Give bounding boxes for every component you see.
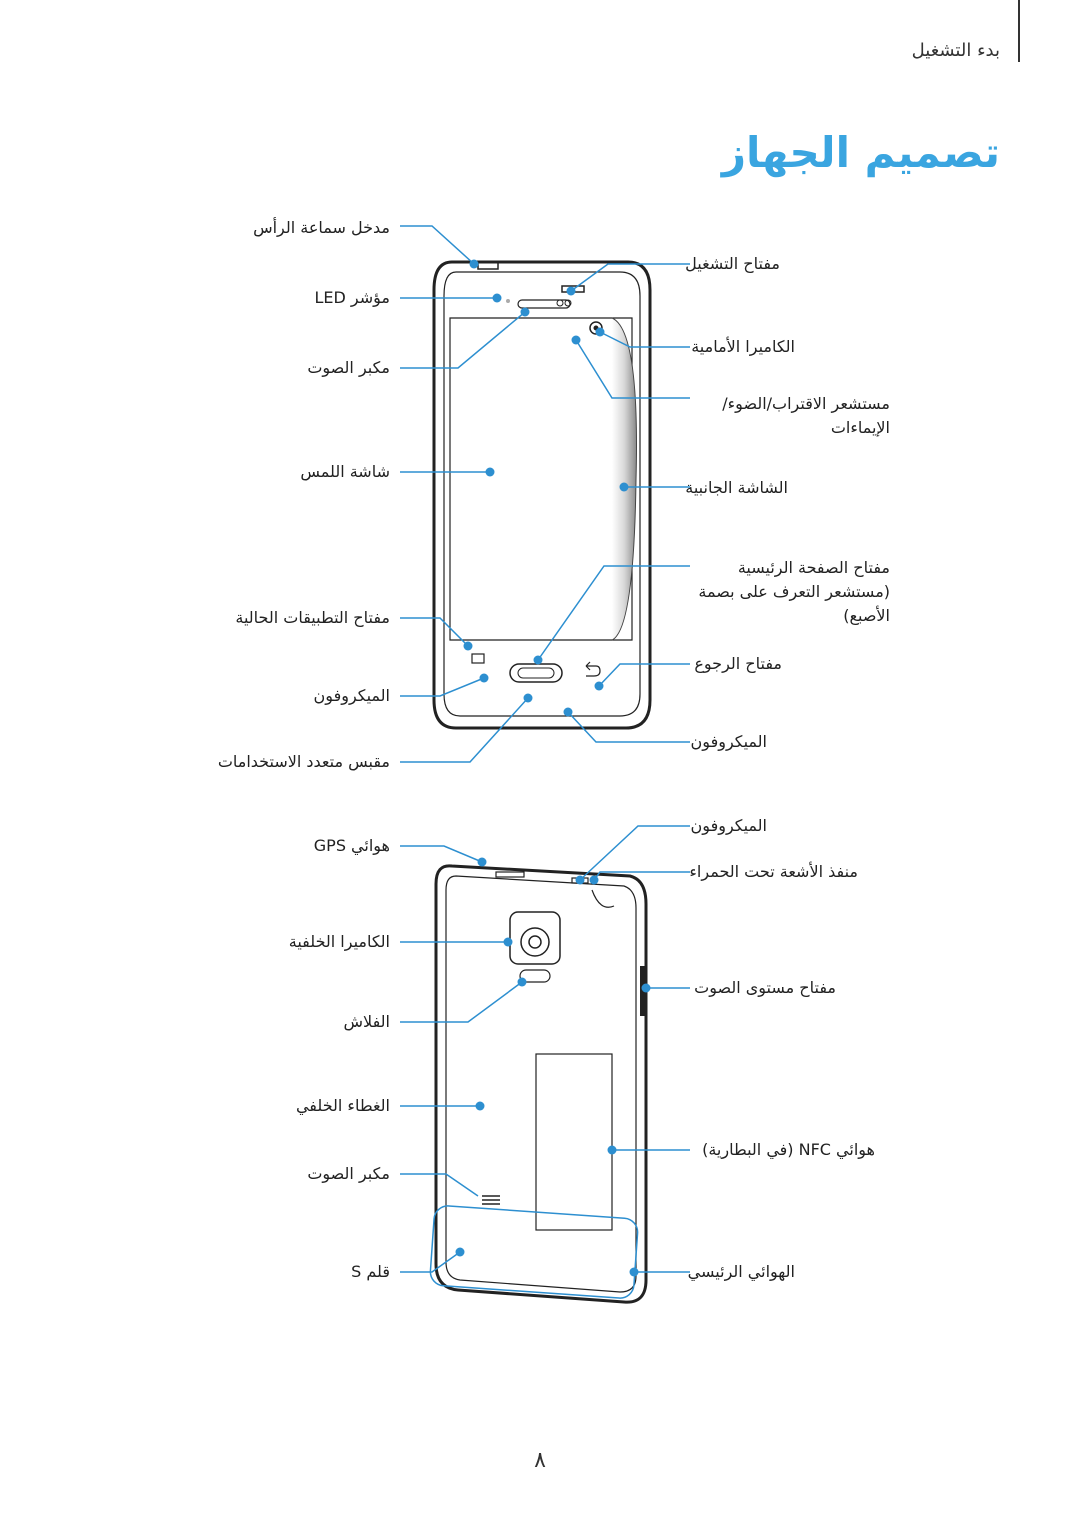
rear-camera-lens [520,927,550,957]
label-microphone-top: الميكروفون [690,816,767,835]
back-device [434,864,648,1304]
label-led-indicator: مؤشر LED [314,288,391,307]
label-flash: الفلاش [343,1012,391,1031]
label-back-key: مفتاح الرجوع [694,654,782,673]
label-gps-antenna: هوائي GPS [313,836,390,855]
label-proximity-sensor: مستشعر الاقتراب/الضوء/الإيماءات [722,394,890,437]
front-callouts [400,225,690,763]
label-touchscreen: شاشة اللمس [300,462,390,481]
label-recent-apps-key: مفتاح التطبيقات الحالية [235,608,390,627]
label-front-speaker: مكبر الصوت [307,358,390,377]
label-s-pen: قلم S [351,1262,390,1281]
page-number: ٨ [534,1448,546,1473]
label-rear-camera: الكاميرا الخلفية [288,932,390,951]
label-home-key: مفتاح الصفحة الرئيسية (مستشعر التعرف على… [698,558,890,625]
recent-apps-icon [471,653,485,664]
flash-shape [519,969,551,983]
nfc-outline [535,1053,613,1231]
label-multipurpose-jack: مقبس متعدد الاستخدامات [217,752,390,771]
label-front-camera: الكاميرا الأمامية [691,337,795,356]
earpiece-grille [517,299,571,309]
rear-speaker-grille [482,1195,500,1205]
label-nfc-antenna: هوائي NFC (في البطارية) [702,1140,875,1159]
front-callout-dots [463,259,629,717]
back-callout-dots [455,857,651,1277]
page-title: تصميم الجهاز [721,128,1000,177]
label-edge-screen: الشاشة الجانبية [685,478,788,497]
label-rear-speaker: مكبر الصوت [307,1164,390,1183]
label-main-antenna: الهوائي الرئيسي [687,1262,795,1281]
label-ir-led: منفذ الأشعة تحت الحمراء [689,862,858,881]
label-back-cover: الغطاء الخلفي [295,1096,390,1115]
header-rule [1018,0,1020,62]
label-microphone-bottom-left: الميكروفون [313,686,390,705]
back-icon [585,661,601,677]
label-volume-key: مفتاح مستوى الصوت [694,978,836,997]
label-microphone-bottom-right: الميكروفون [690,732,767,751]
label-power-key: مفتاح التشغيل [685,254,780,273]
label-headset-jack: مدخل سماعة الرأس [253,218,390,237]
section-title: بدء التشغيل [911,40,1000,61]
